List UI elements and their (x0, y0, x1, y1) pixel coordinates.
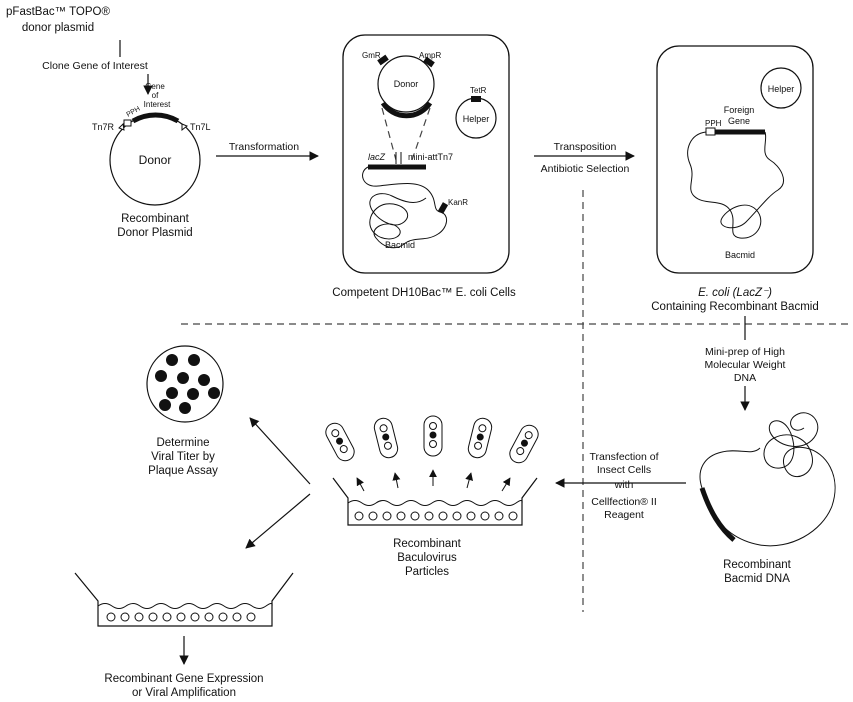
virus-particle-3 (423, 415, 443, 457)
mini-att-label: mini-attTn7 (408, 152, 453, 162)
virus-particle-1 (325, 422, 355, 462)
transformation-label: Transformation (229, 141, 299, 153)
tet-marker (471, 96, 481, 102)
miniprep-line3: DNA (734, 372, 756, 384)
transposition-dash-right (411, 107, 431, 161)
baculovirus-caption-2: Baculovirus (397, 552, 457, 564)
lacz-label: lacZ (368, 152, 386, 162)
plasmid-title-line1: pFastBac™ TOPO® (6, 6, 110, 18)
donor-label: Donor (139, 153, 172, 167)
recombinant-bacmid-dna (699, 412, 836, 547)
donor-plasmid-section: pFastBac™ TOPO® donor plasmid Clone Gene… (6, 6, 210, 239)
plaque-caption-1: Determine (156, 437, 209, 449)
pph-promoter-box (123, 119, 132, 127)
dh10bac-cell-section: GmR AmpR Donor TetR Helper lacZ mini-att… (332, 34, 516, 299)
antibiotic-selection-label: Antibiotic Selection (541, 163, 630, 175)
tn7r-triangle (118, 122, 125, 131)
bacmid-dna-caption-2: Bacmid DNA (724, 573, 790, 585)
transposition-label: Transposition (554, 141, 617, 153)
expression-caption-2: or Viral Amplification (132, 687, 236, 699)
ecoli-helper-circle (760, 67, 802, 109)
ecoli-bacmid-dna (687, 131, 784, 239)
virus-particle-5 (509, 424, 539, 464)
transposition-dash-left (381, 107, 397, 161)
miniprep-line2: Molecular Weight (705, 359, 786, 371)
donor-plasmid-in-cell (377, 55, 435, 113)
bacmid-insert-segment (699, 487, 736, 542)
virus-particle-4 (467, 417, 493, 459)
ecoli-lacz-cell-section: Helper PPH Foreign Gene Bacmid E. coli (… (651, 45, 819, 313)
baculovirus-caption-1: Recombinant (393, 538, 462, 550)
gm-marker (377, 54, 389, 66)
transfection-line4: Cellfection® II (591, 496, 657, 508)
ecoli-cell-outline (656, 45, 814, 274)
dh10bac-cell-outline (342, 34, 510, 274)
gm-label: GmR (362, 51, 381, 60)
bacmid-dna-loop (699, 412, 836, 547)
miniprep-line1: Mini-prep of High (705, 346, 785, 358)
transfection-line2: Insect Cells (597, 464, 651, 476)
gene-label-2: of (152, 91, 159, 100)
amp-label: AmpR (419, 51, 441, 60)
tn7l-triangle (181, 123, 188, 132)
plaque-caption-3: Plaque Assay (148, 465, 218, 477)
ecoli-caption-line2: Containing Recombinant Bacmid (651, 301, 818, 313)
dh10bac-caption: Competent DH10Bac™ E. coli Cells (332, 287, 516, 299)
ecoli-pph-label: PPH (705, 119, 722, 128)
transfection-line1: Transfection of (589, 451, 658, 463)
ecoli-helper-label: Helper (768, 84, 795, 94)
cell-helper-label: Helper (463, 114, 490, 124)
bacmid-dna (362, 166, 447, 249)
ecoli-caption-line1: E. coli (LacZ⁻) (698, 287, 772, 299)
donor-insert-segment (380, 101, 433, 119)
plasmid-title-line2: donor plasmid (22, 22, 94, 34)
ecoli-pph-box (705, 127, 716, 136)
donor-caption-line2: Donor Plasmid (117, 227, 192, 239)
transfection-line3: with (614, 479, 634, 491)
kan-label: KanR (448, 198, 468, 207)
bacmid-dna-caption-1: Recombinant (723, 559, 792, 571)
tn7r-label: Tn7R (92, 122, 115, 132)
kan-marker (437, 202, 449, 214)
plaque-caption-2: Viral Titer by (151, 451, 215, 463)
virus-particle-2 (373, 417, 399, 459)
arrow-to-plaque-assay (249, 417, 311, 485)
donor-caption-line1: Recombinant (121, 213, 190, 225)
gene-label-1: Gene (145, 82, 165, 91)
transfection-line5: Reagent (604, 509, 644, 521)
tn7l-label: Tn7L (190, 122, 211, 132)
ecoli-bacmid-label: Bacmid (725, 250, 755, 260)
amp-marker (423, 56, 435, 68)
plaque-assay-dish (146, 345, 224, 423)
clone-step-label: Clone Gene of Interest (42, 60, 148, 72)
cell-bacmid-label: Bacmid (385, 240, 415, 250)
infected-cell-dish (332, 477, 538, 526)
gene-of-interest-segment (131, 112, 180, 124)
foreign-gene-label-1: Foreign (724, 105, 755, 115)
cell-donor-label: Donor (394, 79, 419, 89)
arrow-to-expression (245, 493, 311, 549)
expression-dish (74, 572, 294, 627)
baculovirus-particles (325, 415, 539, 492)
expression-caption-1: Recombinant Gene Expression (104, 673, 263, 685)
gene-label-3: Interest (144, 100, 171, 109)
foreign-gene-label-2: Gene (728, 116, 750, 126)
tet-label: TetR (470, 86, 487, 95)
baculovirus-caption-3: Particles (405, 566, 449, 578)
